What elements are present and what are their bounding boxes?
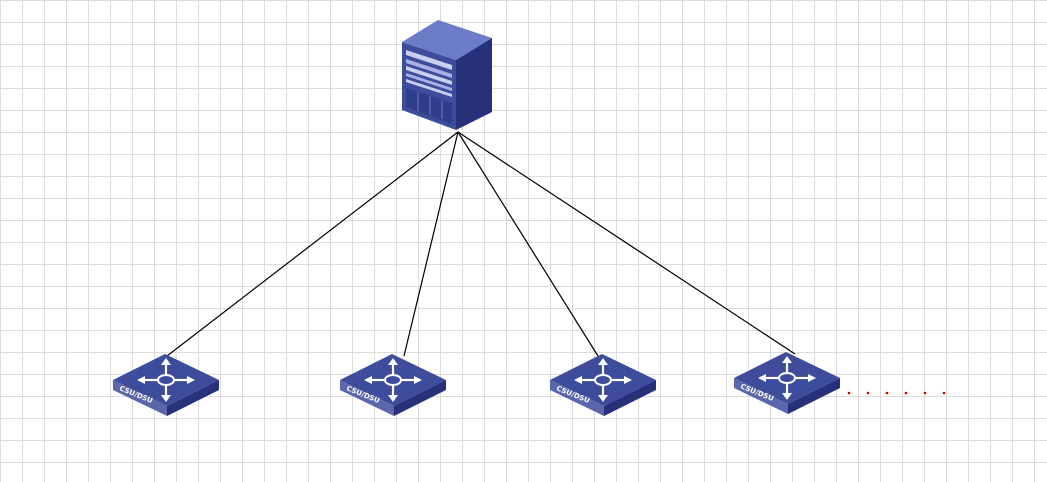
link-line bbox=[457, 131, 796, 355]
continuation-ellipsis bbox=[847, 391, 946, 395]
link-line bbox=[166, 131, 459, 357]
ellipsis-dot bbox=[942, 391, 946, 395]
ellipsis-dot bbox=[923, 391, 927, 395]
server-chassis-icon[interactable] bbox=[402, 20, 492, 130]
ellipsis-dot bbox=[847, 391, 851, 395]
ellipsis-dot bbox=[866, 391, 870, 395]
csu-dsu-icon[interactable]: CSU/DSU bbox=[734, 352, 840, 414]
csu-dsu-icon[interactable]: CSU/DSU bbox=[113, 354, 219, 416]
links-layer bbox=[166, 131, 796, 357]
ellipsis-dot bbox=[885, 391, 889, 395]
ellipsis-dot bbox=[904, 391, 908, 395]
devices-layer: CSU/DSU CSU/DSU CSU/DSU CSU/DSU bbox=[113, 352, 840, 416]
link-line bbox=[457, 131, 599, 357]
csu-dsu-icon[interactable]: CSU/DSU bbox=[550, 354, 656, 416]
link-line bbox=[403, 131, 459, 357]
csu-dsu-icon[interactable]: CSU/DSU bbox=[340, 354, 446, 416]
